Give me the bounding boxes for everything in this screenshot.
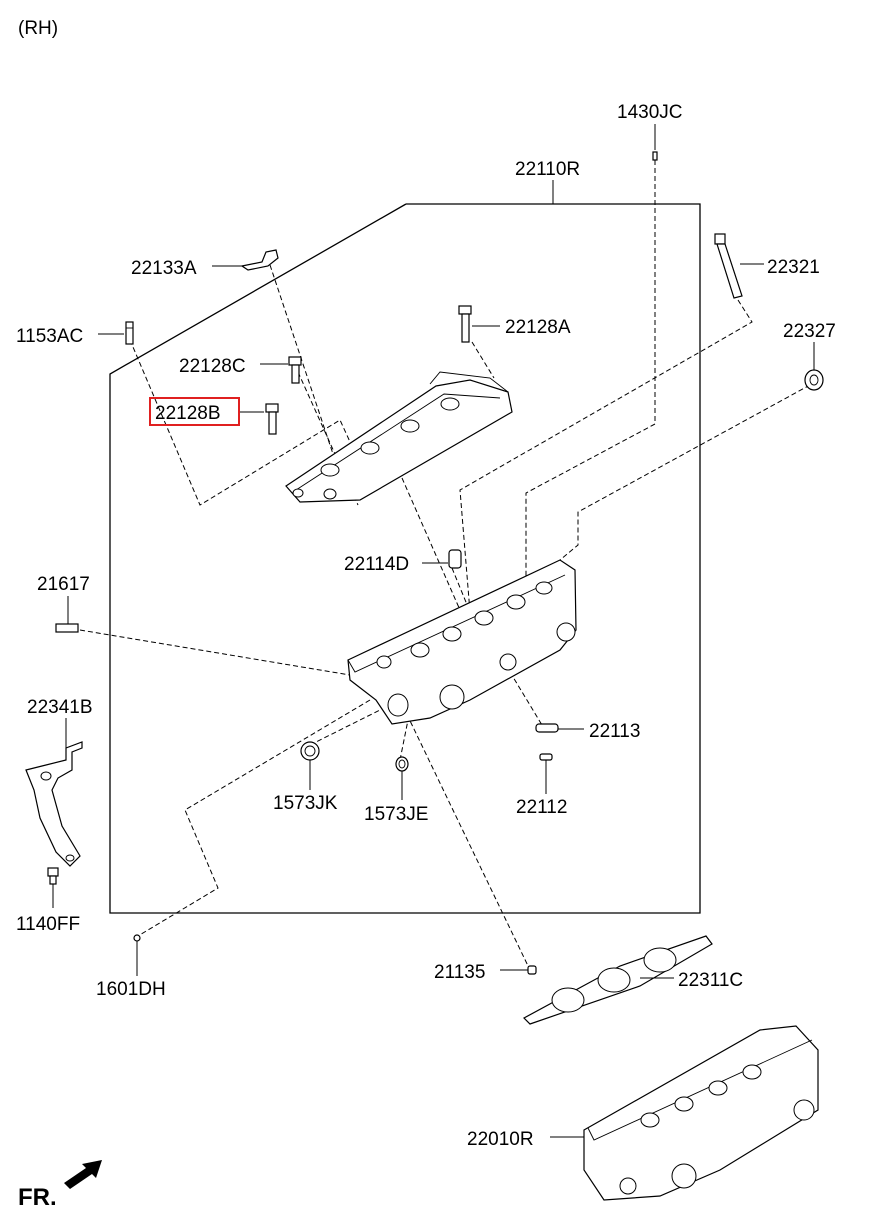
part-22112-ring[interactable]: [539, 753, 553, 761]
part-1601DH-plug[interactable]: [133, 934, 141, 942]
part-22114D-dowel[interactable]: [448, 549, 462, 569]
leader-lines: [79, 160, 811, 971]
label-1153AC[interactable]: 1153AC: [16, 326, 83, 347]
label-22128A[interactable]: 22128A: [505, 317, 571, 338]
label-1601DH[interactable]: 1601DH: [96, 979, 166, 1000]
label-22010R[interactable]: 22010R: [467, 1129, 534, 1150]
label-22113[interactable]: 22113: [589, 721, 640, 742]
label-1140FF[interactable]: 1140FF: [16, 914, 80, 935]
label-22128B[interactable]: 22128B: [155, 403, 221, 424]
front-arrow-icon: [64, 1160, 102, 1189]
part-camshaft-cap[interactable]: [285, 371, 513, 503]
part-22010R-head-assembly[interactable]: [583, 1025, 819, 1201]
part-cylinder-head[interactable]: [347, 559, 577, 725]
highlight-box: [149, 397, 240, 426]
part-22113-seal[interactable]: [535, 723, 559, 733]
label-1573JE[interactable]: 1573JE: [364, 804, 428, 825]
label-1573JK[interactable]: 1573JK: [273, 793, 338, 814]
part-22311C-gasket[interactable]: [523, 935, 713, 1025]
part-22128C-bolt[interactable]: [288, 356, 302, 384]
label-22327[interactable]: 22327: [783, 321, 836, 342]
label-22110R[interactable]: 22110R: [515, 159, 580, 180]
label-22133A[interactable]: 22133A: [131, 258, 197, 279]
label-22341B[interactable]: 22341B: [27, 697, 93, 718]
label-22112[interactable]: 22112: [516, 797, 567, 818]
side-indicator: (RH): [18, 18, 58, 39]
assembly-frame: [109, 180, 701, 914]
part-22341B-bracket[interactable]: [25, 741, 83, 867]
front-direction-label: FR.: [18, 1184, 57, 1211]
part-22133A-bracket[interactable]: [240, 249, 279, 271]
part-1140FF-bolt[interactable]: [47, 867, 59, 885]
part-1430JC-pin[interactable]: [652, 151, 658, 161]
part-21617-stud[interactable]: [55, 623, 79, 633]
label-1430JC[interactable]: 1430JC: [617, 102, 683, 123]
part-1573JK-seal[interactable]: [300, 741, 320, 761]
label-22311C[interactable]: 22311C: [678, 970, 743, 991]
part-22128B-bolt[interactable]: [265, 403, 279, 435]
part-1153AC-stud[interactable]: [125, 321, 134, 345]
label-22321[interactable]: 22321: [767, 257, 820, 278]
part-22128A-bolt[interactable]: [458, 305, 472, 343]
part-22327-plug[interactable]: [804, 369, 824, 391]
part-21135-dowel[interactable]: [527, 965, 537, 975]
part-labels: 1430JC 22110R 22133A 22321 1153AC 22128A…: [16, 102, 836, 1150]
label-leaders: [52, 124, 815, 1138]
label-21617[interactable]: 21617: [37, 574, 90, 595]
label-22128C[interactable]: 22128C: [179, 356, 246, 377]
label-22114D[interactable]: 22114D: [344, 554, 409, 575]
part-22321-bolt[interactable]: [714, 233, 743, 299]
label-21135[interactable]: 21135: [434, 962, 485, 983]
part-1573JE-seal[interactable]: [395, 756, 409, 772]
